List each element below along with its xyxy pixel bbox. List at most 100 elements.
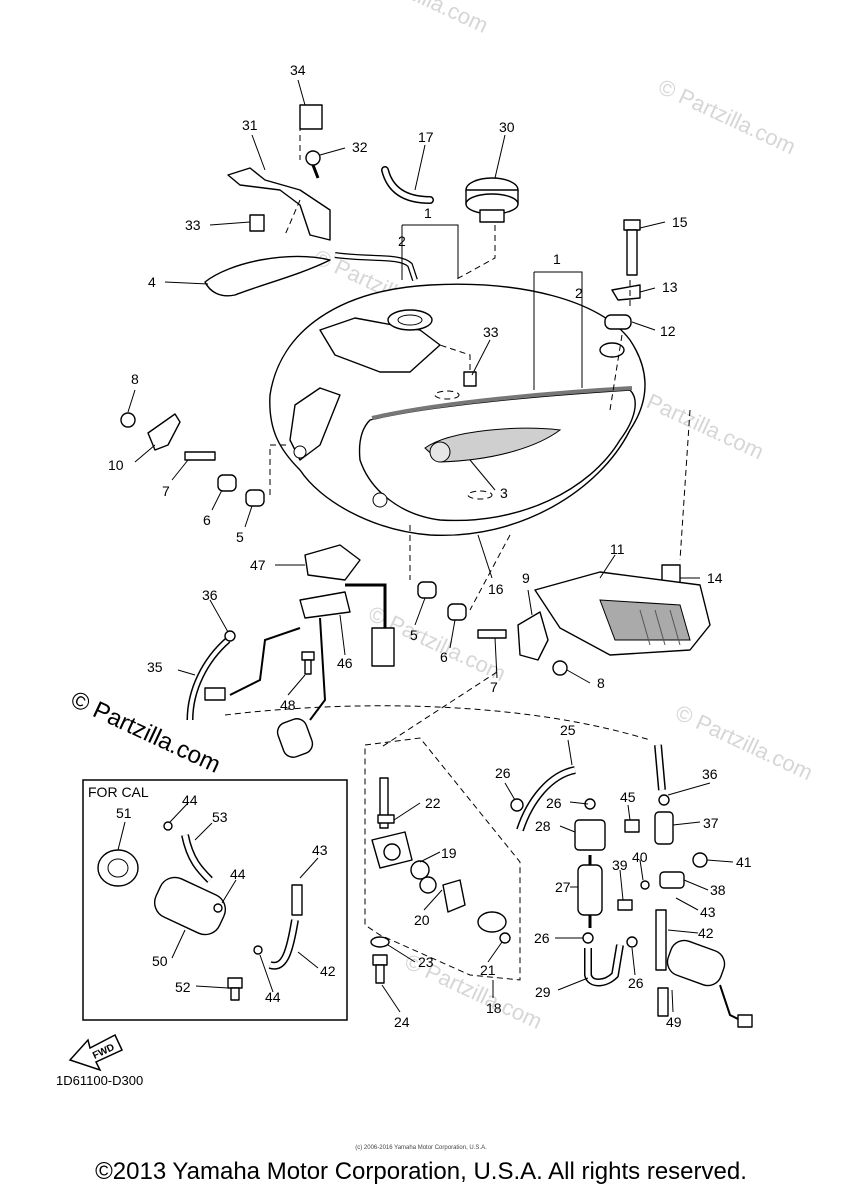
copyright-notice: ©2013 Yamaha Motor Corporation, U.S.A. A…	[95, 1158, 747, 1185]
nut-41	[692, 852, 708, 868]
washer-40	[640, 880, 650, 890]
assembly-boundary	[364, 737, 521, 981]
part-number: 27	[555, 879, 571, 895]
part-number: 2	[575, 285, 583, 301]
tank-cover	[534, 571, 711, 656]
hose-43	[291, 884, 303, 916]
part-number: 52	[175, 979, 191, 995]
clip-36	[224, 630, 236, 642]
part-number: 26	[546, 795, 562, 811]
part-number: 10	[108, 457, 124, 473]
part-number: 49	[666, 1014, 682, 1030]
part-number: 25	[560, 722, 576, 738]
side-cover	[204, 255, 331, 297]
nut-8	[552, 660, 568, 676]
part-number: 14	[707, 570, 723, 586]
damper-5	[245, 489, 265, 507]
collar	[463, 371, 477, 387]
part-number: 38	[710, 882, 726, 898]
fuel-cock	[371, 777, 413, 869]
canister-50	[153, 876, 227, 936]
part-number: 20	[414, 912, 430, 928]
screw-48	[301, 651, 315, 675]
leader-lines	[117, 79, 734, 1013]
clip-44	[213, 903, 223, 913]
bracket-38	[659, 871, 685, 889]
part-number: 4	[148, 274, 156, 290]
part-number: 21	[480, 962, 496, 978]
copyright-small: (c) 2006-2016 Yamaha Motor Corporation, …	[355, 1145, 487, 1151]
part-number: 1	[553, 251, 561, 267]
joint-37	[654, 811, 674, 845]
hose-45	[624, 819, 640, 833]
part-number: 15	[672, 214, 688, 230]
watermark-text: © Partzilla.com	[347, 0, 492, 38]
part-number: 30	[499, 119, 515, 135]
bolt-7	[477, 629, 507, 639]
o-ring	[410, 860, 430, 880]
part-number: 34	[290, 62, 306, 78]
bracket-10	[147, 413, 181, 451]
part-number: 40	[632, 849, 648, 865]
canister-bracket-51	[97, 849, 139, 887]
fwd-arrow-icon: FWD	[68, 1033, 123, 1072]
clip-26	[626, 936, 638, 948]
clip-26	[510, 798, 524, 812]
part-number: 44	[265, 989, 281, 1005]
part-number: 31	[242, 117, 258, 133]
part-number-labels: 34 31 32 33 17 30 1 2 15 4 1 2 13 12 33 …	[108, 62, 752, 1030]
part-number: 6	[203, 512, 211, 528]
bolt-52	[227, 977, 243, 1001]
part-number: 32	[352, 139, 368, 155]
collar-6	[217, 474, 237, 492]
part-number: 36	[202, 587, 218, 603]
washer-23	[370, 936, 390, 948]
o-ring	[419, 876, 437, 894]
bracket-9	[517, 611, 549, 661]
part-number: 45	[620, 789, 636, 805]
clip-44	[253, 945, 263, 955]
part-number: 12	[660, 323, 676, 339]
part-number: 51	[116, 805, 132, 821]
screw	[305, 150, 321, 179]
part-number: 50	[152, 953, 168, 969]
nut	[120, 412, 136, 428]
part-number: 5	[410, 627, 418, 643]
clip	[299, 104, 323, 130]
part-number: 53	[212, 809, 228, 825]
clip-26	[582, 932, 594, 944]
part-number: 29	[535, 984, 551, 1000]
damper-5	[417, 581, 437, 599]
bolt-7	[184, 451, 216, 461]
part-number: 13	[662, 279, 678, 295]
part-number: 43	[312, 842, 328, 858]
part-number: 35	[147, 659, 163, 675]
watermark-text: © Partzilla.com	[672, 700, 817, 785]
part-number: 33	[483, 324, 499, 340]
hose	[657, 987, 669, 1017]
part-number: 44	[182, 792, 198, 808]
clip-44	[163, 821, 173, 831]
part-number: 1	[424, 205, 432, 221]
plate	[477, 911, 507, 933]
collar	[249, 214, 265, 232]
part-number: 48	[280, 697, 296, 713]
bolt-24	[372, 954, 388, 984]
bolt-39	[617, 899, 633, 911]
part-number: 42	[698, 925, 714, 941]
fuel-pump-49	[666, 939, 753, 1028]
part-number: 47	[250, 557, 266, 573]
part-number: 46	[337, 655, 353, 671]
part-number: 41	[736, 854, 752, 870]
part-number: 28	[535, 818, 551, 834]
part-number: 16	[488, 581, 504, 597]
screw-21	[499, 932, 511, 944]
part-number: 23	[418, 954, 434, 970]
for-cal-title: FOR CAL	[88, 784, 149, 800]
spring	[442, 879, 466, 913]
gasket	[304, 544, 361, 581]
diagram-code: 1D61100-D300	[56, 1073, 144, 1088]
part-number: 24	[394, 1014, 410, 1030]
part-number: 22	[425, 795, 441, 811]
part-number: 26	[534, 930, 550, 946]
